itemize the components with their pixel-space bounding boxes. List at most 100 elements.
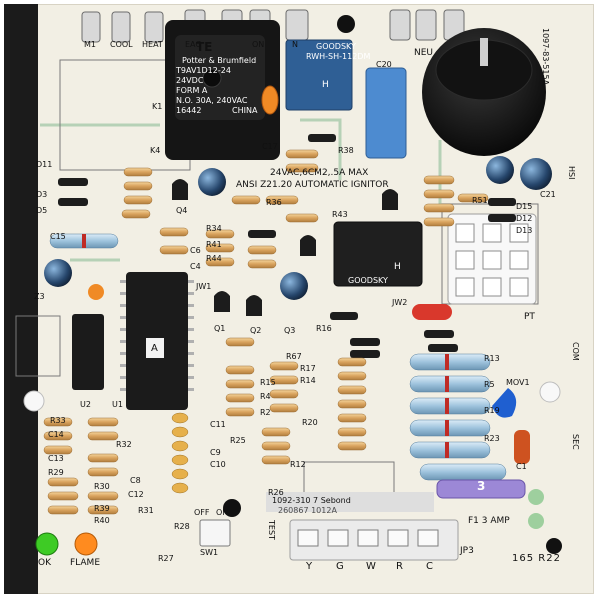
refdes-d3: D3: [36, 190, 48, 199]
small-relay-brand-mid: GOODSKY: [348, 276, 388, 285]
refdes-r12: R12: [290, 460, 306, 469]
refdes-r19: R19: [484, 406, 500, 415]
pin-g: G: [336, 561, 345, 572]
refdes-c1: C1: [516, 462, 527, 471]
ceramic-capacitor-column: [171, 412, 189, 494]
fuse-rating: F1 3 AMP: [468, 516, 510, 526]
refdes-jw2: JW2: [392, 298, 408, 307]
refdes-r38: R38: [338, 146, 354, 155]
refdes-c13: C13: [48, 454, 64, 463]
refdes-r34: R34: [206, 224, 222, 233]
refdes-q3: Q3: [284, 326, 296, 335]
small-relay-letter-mid: H: [394, 262, 401, 272]
switch-test: TEST: [267, 520, 276, 540]
refdes-r5: R5: [484, 380, 495, 389]
label-hsi: HSI: [567, 166, 576, 180]
refdes-c8: C8: [130, 476, 141, 485]
refdes-r43: R43: [332, 210, 348, 219]
refdes-c12: C12: [128, 490, 144, 499]
ic-label: A: [151, 343, 158, 354]
connector-jp3: JP3: [460, 546, 474, 556]
terminal-label-cool: COOL: [110, 40, 133, 49]
relay-coil: 24VDC: [176, 76, 204, 85]
film-capacitor-c20: [365, 67, 407, 159]
led-flame-label: FLAME: [70, 558, 101, 568]
refdes-r30: R30: [94, 482, 110, 491]
relay-model: T9AV1D12-24: [176, 66, 231, 75]
refdes-r29: R29: [48, 468, 64, 477]
refdes-r44: R44: [206, 254, 222, 263]
refdes-r16: R16: [316, 324, 332, 333]
refdes-u1: U1: [112, 400, 123, 409]
refdes-r13: R13: [484, 354, 500, 363]
orange-capacitor: [261, 85, 279, 115]
refdes-r51: R51: [472, 196, 488, 205]
terminal-label-m1: M1: [84, 40, 96, 49]
refdes-r31: R31: [138, 506, 154, 515]
refdes-d11: D11: [36, 160, 53, 169]
label-sec: SEC: [571, 434, 580, 450]
refdes-r40: R40: [94, 516, 110, 525]
resistor-bands: [82, 234, 449, 458]
power-resistors: [49, 233, 507, 481]
led-ok: [35, 532, 59, 556]
terminal-label-eac: EAC: [185, 40, 201, 49]
dip-switch: [199, 519, 231, 547]
bottom-terminal-block: [289, 519, 459, 561]
refdes-r17: R17: [300, 364, 316, 373]
refdes-r36: R36: [266, 198, 282, 207]
mov-varistor: [492, 388, 517, 418]
led-flame: [74, 532, 98, 556]
small-relay-mid: [333, 221, 423, 287]
diodes: [58, 134, 516, 358]
small-resistors: [43, 149, 489, 515]
refdes-c6: C6: [190, 246, 201, 255]
microcontroller-ic: [120, 272, 194, 410]
refdes-r15: R15: [260, 378, 276, 387]
led-ok-label: OK: [38, 558, 51, 568]
pin-r: R: [396, 561, 404, 572]
refdes-k1: K1: [152, 102, 163, 111]
ignitor-dome: [422, 28, 546, 156]
part-code: 260867 1012A: [278, 506, 337, 515]
relay-subbrand: Potter & Brumfield: [182, 56, 257, 65]
fuse-label: 3: [477, 479, 486, 493]
label-mov1: MOV1: [506, 378, 530, 387]
board-version: 165 R22: [512, 553, 561, 564]
refdes-c20: C20: [376, 60, 392, 69]
nine-pin-connector: [447, 213, 537, 305]
refdes-q4: Q4: [176, 206, 188, 215]
refdes-r26: R26: [268, 488, 284, 497]
refdes-r23: R23: [484, 434, 500, 443]
transistors: [172, 179, 398, 316]
refdes-q1: Q1: [214, 324, 226, 333]
switch-off: OFF: [194, 508, 210, 517]
refdes-c15: C15: [50, 232, 66, 241]
standard-line: ANSI Z21.20 AUTOMATIC IGNITOR: [236, 180, 389, 190]
switch-name: SW1: [200, 548, 219, 557]
refdes-jw1: JW1: [196, 282, 212, 291]
refdes-q2: Q2: [250, 326, 262, 335]
refdes-r4: R4: [260, 392, 271, 401]
pin-c: C: [426, 561, 434, 572]
refdes-d12: D12: [516, 214, 533, 223]
part-label-plate: [266, 492, 434, 512]
electrolytic-capacitors: [44, 156, 552, 300]
refdes-c21: C21: [540, 190, 556, 199]
small-ic: [72, 314, 104, 390]
relay-form: FORM A: [176, 86, 208, 95]
refdes-z3: Z3: [34, 292, 45, 301]
refdes-d15: D15: [516, 202, 533, 211]
label-com: COM: [571, 342, 580, 361]
label-neu: NEU: [414, 48, 434, 58]
refdes-r41: R41: [206, 240, 222, 249]
board-number: 1097-83-515A: [541, 28, 550, 86]
refdes-r14: R14: [300, 376, 316, 385]
refdes-r33: R33: [50, 416, 66, 425]
main-relay-body: [165, 20, 280, 160]
small-relay-brand-top: GOODSKY: [316, 42, 356, 51]
terminal-label-heat: HEAT: [142, 40, 163, 49]
refdes-r28: R28: [174, 522, 190, 531]
